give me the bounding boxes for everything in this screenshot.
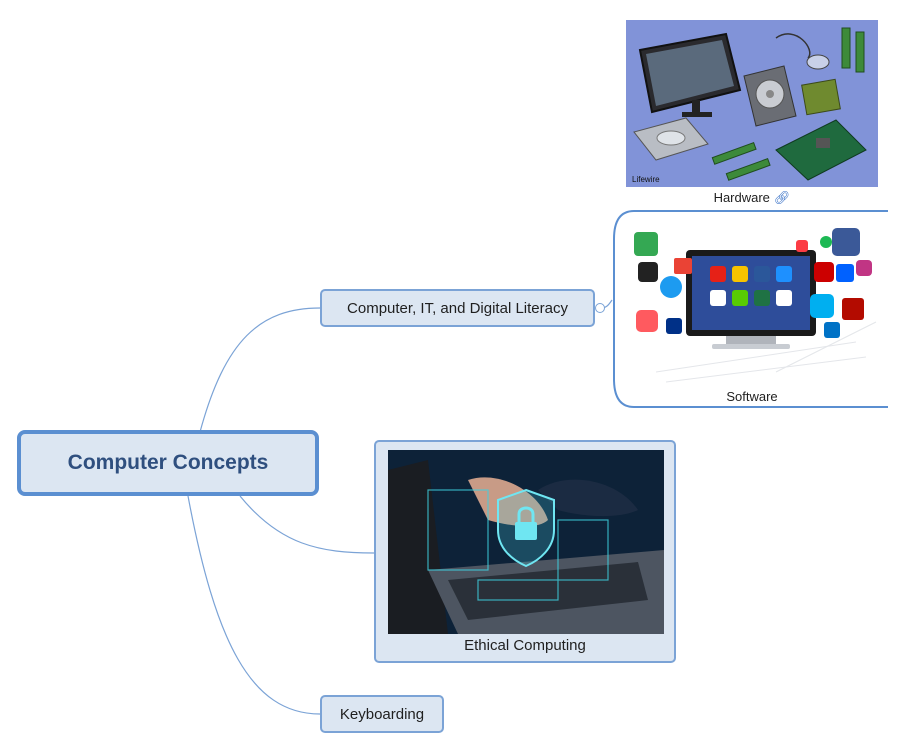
collapse-toggle[interactable] xyxy=(595,303,605,313)
branch-ethical-label: Ethical Computing xyxy=(464,637,586,654)
background-lines xyxy=(655,321,877,383)
screen-app-icons xyxy=(710,266,792,306)
root-label: Computer Concepts xyxy=(67,451,269,474)
root-node[interactable]: Computer Concepts xyxy=(17,430,319,496)
optical-drive-icon xyxy=(633,117,709,161)
connector-root-keyboarding xyxy=(187,495,321,715)
software-frame xyxy=(613,210,888,408)
branch-literacy-label: Computer, IT, and Digital Literacy xyxy=(347,299,568,317)
branch-literacy[interactable]: Computer, IT, and Digital Literacy xyxy=(320,289,595,327)
ram-icon xyxy=(711,27,865,181)
branch-ethical[interactable]: Ethical Computing xyxy=(374,440,676,663)
motherboard-icon xyxy=(775,119,867,181)
mouse-icon xyxy=(775,33,830,70)
software-caption[interactable]: Software xyxy=(626,389,878,404)
cpu-icon xyxy=(801,78,841,116)
cybersecurity-illustration xyxy=(388,450,664,634)
shield-lock-icon xyxy=(497,488,555,568)
hardware-image[interactable]: Lifewire xyxy=(626,20,878,187)
monitor-icon xyxy=(638,32,742,117)
ethical-image xyxy=(388,450,664,634)
link-icon[interactable]: 🔗︎ xyxy=(773,190,791,205)
branch-keyboarding-label: Keyboarding xyxy=(339,705,425,723)
hardware-watermark: Lifewire xyxy=(632,175,660,184)
connector-root-literacy xyxy=(199,307,321,433)
hardware-caption[interactable]: Hardware🔗︎ xyxy=(626,190,878,206)
surrounding-app-icons xyxy=(634,228,872,338)
software-image[interactable] xyxy=(626,222,878,388)
hard-drive-icon xyxy=(743,65,797,127)
hardware-label: Hardware xyxy=(713,190,770,205)
hardware-illustration: Lifewire xyxy=(626,20,878,187)
software-illustration xyxy=(626,222,878,388)
connector-root-ethical xyxy=(239,495,375,554)
software-label: Software xyxy=(726,389,778,404)
branch-keyboarding[interactable]: Keyboarding xyxy=(320,695,444,733)
desktop-monitor-icon xyxy=(686,250,816,349)
